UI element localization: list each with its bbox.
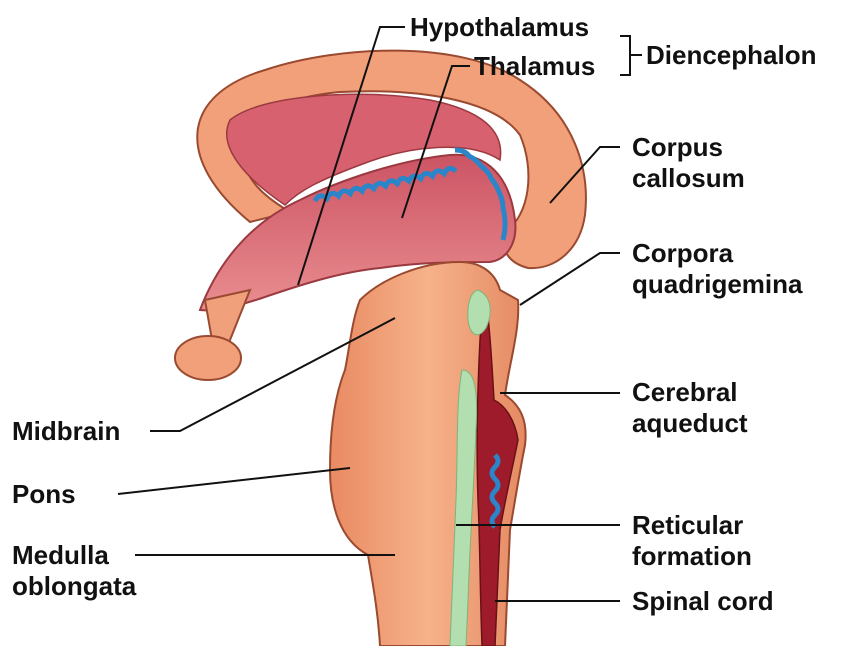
- label-thalamus: Thalamus: [474, 51, 595, 81]
- label-corpus-callosum-line1: Corpus: [632, 132, 723, 162]
- label-reticular-formation-line1: Reticular: [632, 510, 743, 540]
- label-medulla-oblongata-line2: oblongata: [12, 571, 136, 601]
- label-corpora-quadrigemina-line2: quadrigemina: [632, 269, 802, 299]
- label-spinal-cord: Spinal cord: [632, 586, 774, 616]
- leader-pons: [118, 468, 350, 494]
- label-reticular-formation-line2: formation: [632, 541, 752, 571]
- choroid-plexus-fourth: [492, 455, 498, 527]
- label-medulla-oblongata-line1: Medulla: [12, 540, 109, 570]
- label-midbrain: Midbrain: [12, 416, 120, 446]
- label-cerebral-aqueduct-line2: aqueduct: [632, 408, 748, 438]
- label-diencephalon: Diencephalon: [646, 40, 816, 70]
- pituitary: [175, 336, 241, 380]
- label-hypothalamus: Hypothalamus: [410, 12, 589, 42]
- diencephalon-brace: [620, 36, 630, 75]
- label-cerebral-aqueduct-line1: Cerebral: [632, 377, 738, 407]
- label-pons: Pons: [12, 479, 76, 509]
- label-corpora-quadrigemina-line1: Corpora: [632, 238, 733, 268]
- label-corpus-callosum-line2: callosum: [632, 163, 745, 193]
